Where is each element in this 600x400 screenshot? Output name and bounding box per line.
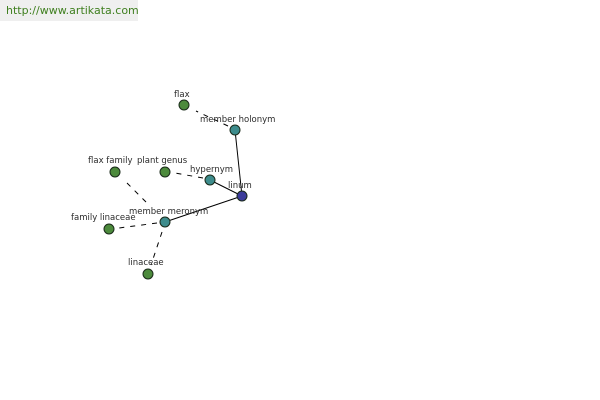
node-linum[interactable] [236,190,248,202]
node-family-linaceae[interactable] [103,223,115,235]
node-linaceae[interactable] [142,268,154,280]
url-banner: http://www.artikata.com [0,0,139,21]
edge-linum-to-hypernym [209,179,243,197]
node-label-hypernym: hypernym [190,165,233,175]
edge-hypernym-to-plant-genus [174,172,204,179]
node-label-linum: linum [228,181,252,191]
node-plant-genus[interactable] [159,166,171,178]
node-label-member-meronym: member meronym [129,207,208,217]
edge-linum-to-member-holonym [234,129,243,197]
node-member-meronym[interactable] [159,216,171,228]
node-label-linaceae: linaceae [128,258,164,268]
edges-layer [118,110,243,266]
node-flax-family[interactable] [109,166,121,178]
node-label-family-linaceae: family linaceae [71,213,136,223]
node-hypernym[interactable] [204,174,216,186]
node-label-flax-family: flax family [88,156,133,166]
node-label-flax: flax [174,90,190,100]
node-member-holonym[interactable] [229,124,241,136]
site-url-link[interactable]: http://www.artikata.com [6,4,139,17]
node-label-plant-genus: plant genus [137,156,188,166]
node-flax[interactable] [178,99,190,111]
node-label-member-holonym: member holonym [200,115,275,125]
nodes-layer [103,99,248,280]
edge-linum-to-member-meronym [164,195,243,223]
edge-member-meronym-to-flax-family [126,182,147,203]
edge-member-meronym-to-family-linaceae [118,222,158,229]
